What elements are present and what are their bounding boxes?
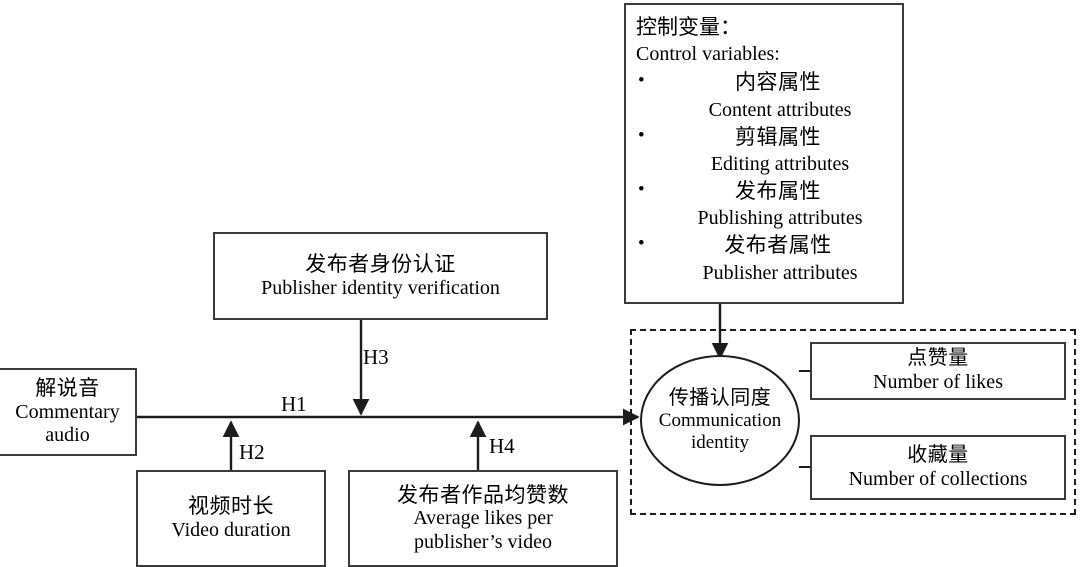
node-label-en: Publisher identity verification [261, 276, 500, 299]
node-label-en-line1: Average likes per [413, 507, 553, 530]
node-label-cn: 收藏量 [907, 443, 969, 466]
control-variable-item: • 剪辑属性 Editing attributes [636, 124, 902, 177]
control-variables-list: • 内容属性 Content attributes • 剪辑属性 Editing… [636, 68, 902, 285]
control-variable-label-cn: 发布者属性 [724, 233, 832, 258]
node-label-cn: 发布者作品均赞数 [397, 482, 569, 507]
control-variable-label-cn: 发布属性 [735, 178, 821, 203]
control-variable-label-en: Content attributes [708, 98, 852, 121]
control-variable-label-en: Publishing attributes [697, 207, 863, 230]
node-communication-identity: 传播认同度 Communication identity [640, 355, 800, 486]
node-number-of-collections: 收藏量 Number of collections [810, 435, 1066, 500]
control-variables-panel: 控制变量： Control variables: • 内容属性 Content … [624, 3, 904, 304]
node-label-en-line2: identity [690, 432, 750, 454]
node-label-en: Number of collections [848, 467, 1028, 490]
node-average-likes-per-publishers-video: 发布者作品均赞数 Average likes per publisher’s v… [348, 470, 618, 567]
node-label-cn: 解说音 [35, 376, 100, 401]
hypothesis-label-h1: H1 [281, 392, 307, 416]
control-variable-item: • 发布者属性 Publisher attributes [636, 232, 902, 285]
control-variables-heading-en: Control variables: [636, 43, 780, 66]
node-label-cn: 点赞量 [907, 347, 969, 370]
bullet-icon: • [638, 124, 645, 146]
control-variable-item: • 内容属性 Content attributes [636, 69, 902, 122]
node-publisher-identity-verification: 发布者身份认证 Publisher identity verification [213, 232, 548, 320]
control-variable-item: • 发布属性 Publishing attributes [636, 178, 902, 231]
outcome-dashed-group [630, 329, 1076, 515]
control-variable-label-en: Publisher attributes [702, 261, 858, 284]
node-label-cn: 视频时长 [188, 494, 274, 519]
control-variable-label-en: Editing attributes [710, 152, 850, 175]
bullet-icon: • [638, 233, 645, 255]
node-commentary-audio: 解说音 Commentary audio [0, 368, 137, 456]
node-label-cn: 发布者身份认证 [305, 251, 456, 276]
node-number-of-likes: 点赞量 Number of likes [810, 342, 1066, 400]
bullet-icon: • [638, 178, 645, 200]
control-variables-heading-cn: 控制变量： [636, 15, 741, 39]
bullet-icon: • [638, 70, 645, 92]
node-video-duration: 视频时长 Video duration [136, 470, 326, 567]
node-label-en: Number of likes [873, 371, 1003, 393]
hypothesis-label-h3: H3 [363, 345, 389, 369]
hypothesis-label-h4: H4 [489, 434, 515, 458]
control-variable-label-cn: 剪辑属性 [735, 124, 821, 149]
control-variable-label-cn: 内容属性 [735, 70, 821, 95]
hypothesis-label-h2: H2 [239, 440, 265, 464]
node-label-en-line1: Communication [658, 410, 782, 432]
node-label-cn: 传播认同度 [668, 386, 772, 409]
node-label-en-line2: publisher’s video [414, 530, 552, 553]
node-label-en-line2: audio [45, 424, 90, 447]
node-label-en: Video duration [171, 519, 291, 542]
node-label-en-line1: Commentary [15, 400, 120, 423]
